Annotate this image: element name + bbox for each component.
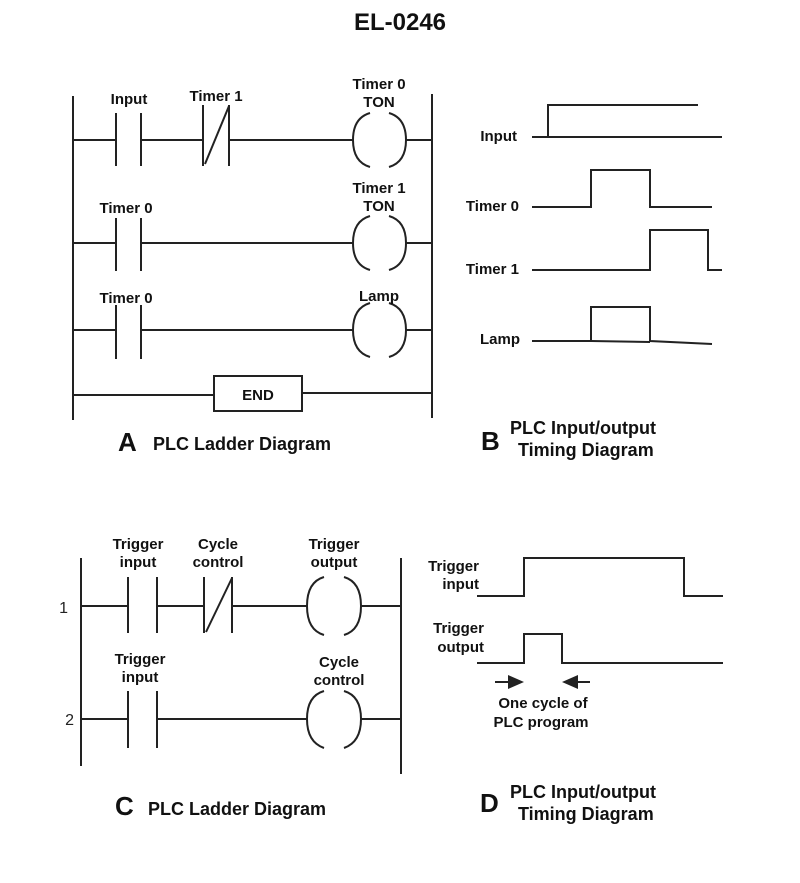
panel-b-timing-diagram: Input Timer 0 Timer 1 Lamp B PLC Input/o… (466, 104, 722, 460)
cycle-annotation: One cycle of (498, 695, 588, 712)
waveform-lamp (532, 306, 713, 345)
contact-label: Timer 1 (189, 88, 242, 105)
waveform-input (532, 104, 698, 138)
waveform-trigger-input (477, 557, 723, 597)
contact-label: input (120, 554, 157, 571)
coil-label: output (311, 554, 358, 571)
panel-b-caption-line2: Timing Diagram (518, 440, 654, 460)
signal-label: Timer 1 (466, 261, 519, 278)
coil-label: Lamp (359, 288, 399, 305)
coil-type: TON (363, 94, 394, 111)
end-label: END (242, 387, 274, 404)
panel-c-caption: PLC Ladder Diagram (148, 799, 326, 819)
coil-label: control (314, 672, 365, 689)
rung-2: 2 Trigger input Cycle control (65, 651, 401, 749)
panel-a-caption: PLC Ladder Diagram (153, 434, 331, 454)
panel-a-letter: A (118, 427, 137, 457)
coil-timer1 (351, 215, 371, 271)
contact-label: Timer 0 (99, 200, 152, 217)
contact-label: input (122, 669, 159, 686)
panel-b-letter: B (481, 426, 500, 456)
rung-number: 1 (59, 600, 68, 617)
panel-d-caption-line1: PLC Input/output (510, 782, 656, 802)
panel-b-caption-line1: PLC Input/output (510, 418, 656, 438)
contact-label: Input (111, 91, 148, 108)
panel-c-letter: C (115, 791, 134, 821)
contact-label: Cycle (198, 536, 238, 553)
signal-label: Timer 0 (466, 198, 519, 215)
contact-label: Trigger (113, 536, 164, 553)
figure-title: EL-0246 (354, 9, 446, 36)
panel-c-ladder-diagram: 1 Trigger input Cycle control Trigger ou… (59, 536, 402, 821)
coil-timer0 (351, 112, 371, 168)
rung-3: Timer 0 Lamp (73, 288, 432, 359)
panel-d-caption-line2: Timing Diagram (518, 804, 654, 824)
signal-label: Input (480, 128, 517, 145)
contact-label: Timer 0 (99, 290, 152, 307)
signal-label: output (437, 639, 484, 656)
coil-trigger-output (305, 576, 325, 636)
coil-cycle-control (305, 690, 325, 749)
waveform-timer1 (532, 229, 722, 271)
signal-label: Trigger (433, 620, 484, 637)
coil-label: Timer 0 (352, 76, 405, 93)
signal-label: input (442, 576, 479, 593)
contact-label: control (193, 554, 244, 571)
coil-label: Timer 1 (352, 180, 405, 197)
left-arrow-icon (562, 675, 590, 689)
panel-d-letter: D (480, 788, 499, 818)
rung-1: 1 Trigger input Cycle control Trigger ou… (59, 536, 401, 636)
waveform-timer0 (532, 169, 712, 208)
signal-label: Trigger (428, 558, 479, 575)
contact-label: Trigger (115, 651, 166, 668)
rung-1: Input Timer 1 Timer 0 TON (73, 76, 432, 168)
coil-lamp (351, 302, 371, 358)
rung-number: 2 (65, 712, 74, 729)
end-rung: END (73, 375, 432, 412)
right-arrow-icon (495, 675, 524, 689)
coil-type: TON (363, 198, 394, 215)
panel-a-ladder-diagram: Input Timer 1 Timer 0 TON Timer 0 Timer … (72, 76, 433, 457)
signal-label: Lamp (480, 331, 520, 348)
rung-2: Timer 0 Timer 1 TON (73, 180, 432, 271)
coil-label: Trigger (309, 536, 360, 553)
coil-label: Cycle (319, 654, 359, 671)
cycle-annotation: PLC program (493, 714, 588, 731)
panel-d-timing-diagram: Trigger input Trigger output One cycle o… (428, 557, 723, 824)
waveform-trigger-output (477, 633, 723, 664)
